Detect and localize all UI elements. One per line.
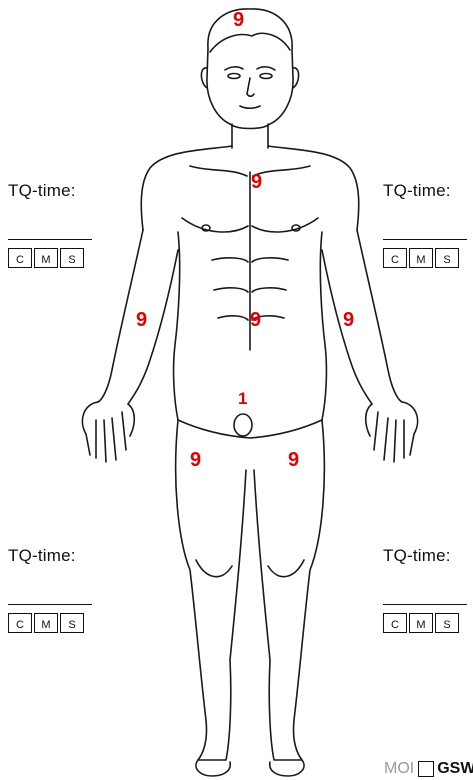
region-number-right-arm: 9 [136,309,147,332]
left-foot [196,760,230,776]
left-brow [225,67,243,70]
right-brow [257,67,275,70]
cms-s-box[interactable]: S [435,613,459,633]
cms-c-box[interactable]: C [8,613,32,633]
right-eye [260,74,272,79]
tq-block-lower-left: TQ-time: C M S [8,546,92,635]
pelvis [178,420,322,438]
tq-time-label: TQ-time: [8,181,92,201]
genitals [234,414,252,436]
right-foot [270,760,304,776]
region-number-abdomen: 9 [250,309,261,332]
gsw-label: GSW [437,760,473,778]
tq-time-label: TQ-time: [383,546,467,566]
cms-boxes: C M S [8,613,92,635]
region-number-left-arm: 9 [343,309,354,332]
cms-c-box[interactable]: C [8,248,32,268]
region-number-left-leg: 9 [288,449,299,472]
gsw-checkbox[interactable] [418,761,434,777]
cms-boxes: C M S [383,248,467,270]
tq-time-label: TQ-time: [383,181,467,201]
right-hand [366,402,418,462]
tq-block-upper-left: TQ-time: C M S [8,181,92,270]
left-hand [82,402,134,462]
cms-c-box[interactable]: C [383,613,407,633]
left-leg [176,420,246,760]
cms-m-box[interactable]: M [34,248,58,268]
tq-time-label: TQ-time: [8,546,92,566]
cms-m-box[interactable]: M [34,613,58,633]
cms-boxes: C M S [383,613,467,635]
right-ear [293,68,299,88]
region-number-chest: 9 [251,171,262,194]
region-number-groin: 1 [238,389,247,409]
head-outline [207,9,293,129]
tq-time-input-line[interactable] [383,604,467,605]
mouth [240,106,260,108]
tq-time-input-line[interactable] [383,239,467,240]
cms-s-box[interactable]: S [60,613,84,633]
cms-s-box[interactable]: S [60,248,84,268]
tq-block-lower-right: TQ-time: C M S [383,546,467,635]
cms-m-box[interactable]: M [409,613,433,633]
cms-c-box[interactable]: C [383,248,407,268]
cms-s-box[interactable]: S [435,248,459,268]
tq-time-input-line[interactable] [8,239,92,240]
moi-label: MOI [384,760,414,778]
region-number-right-leg: 9 [190,449,201,472]
tq-time-input-line[interactable] [8,604,92,605]
knees [196,560,304,577]
cms-boxes: C M S [8,248,92,270]
region-number-head: 9 [233,9,244,32]
nose [247,78,254,96]
left-eye [228,74,240,79]
left-ear [201,68,207,88]
cms-m-box[interactable]: M [409,248,433,268]
moi-row: MOI GSW [384,760,473,778]
hairline [210,33,290,52]
tq-block-upper-right: TQ-time: C M S [383,181,467,270]
